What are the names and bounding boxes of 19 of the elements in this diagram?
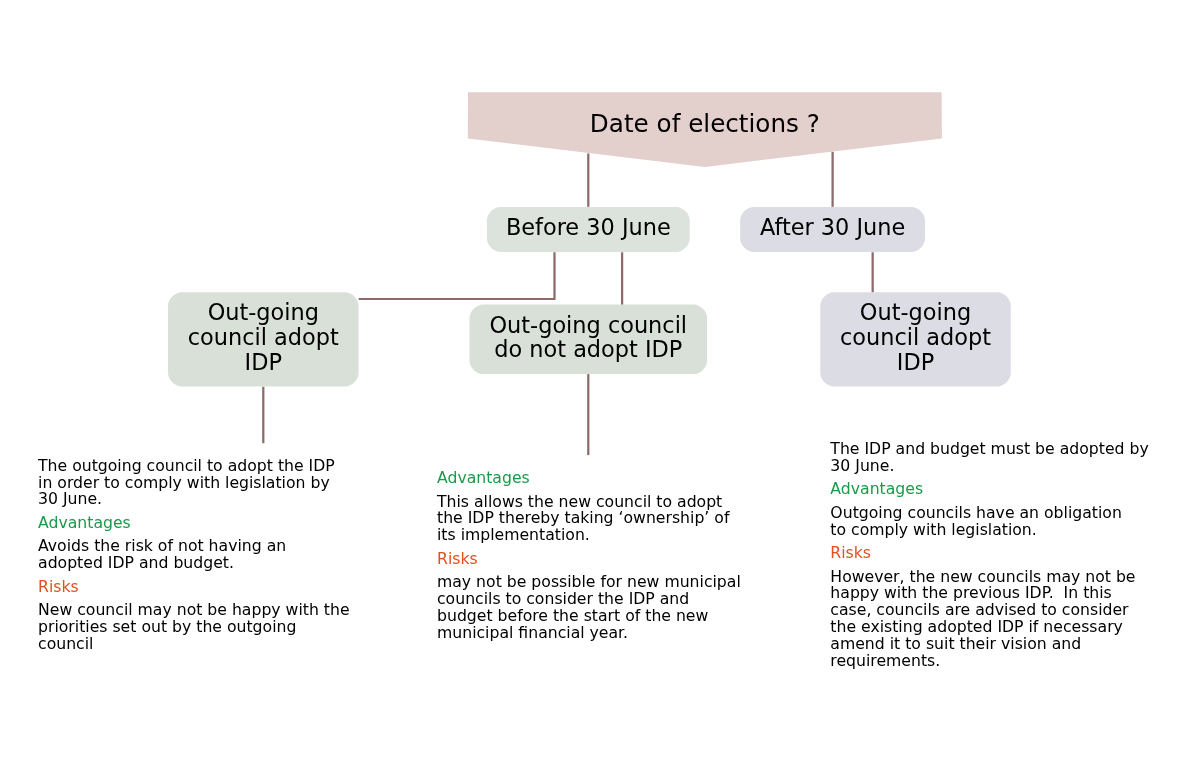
- label: Advantages: [830, 479, 924, 499]
- node-text: The outgoing council to adopt the IDP in order to comply with legislation by 30 June. Advantages Avoids the risk of not having an adopted IDP and budget. Risks New council may not be happy with the priorities set out by the outgoing council: [38, 455, 350, 653]
- connector: [621, 252, 624, 305]
- label: However, the new councils may not be happy with the previous IDP. In this case, councils are advised to consider the existing adopted IDP if necessary amend it to suit their vision and requirements.: [830, 566, 1136, 670]
- connector: [587, 153, 590, 207]
- node-text: Advantages This allows the new council to adopt the IDP thereby taking ‘ownership’ of its implementation. Risks may not be possible for new municipal councils to consider the IDP and budget before the start of the new municipal financial year.: [437, 468, 741, 642]
- node-box: Out-going council adopt IDP: [168, 292, 359, 387]
- node-box: After 30 June: [740, 207, 926, 252]
- node-box: Out-going council do not adopt IDP: [469, 304, 708, 375]
- connector: [262, 386, 265, 444]
- label: The IDP and budget must be adopted by 30 June.: [830, 438, 1149, 475]
- connector: [358, 252, 556, 301]
- connector: [587, 374, 590, 456]
- label: Risks: [830, 543, 872, 563]
- node-box: Out-going council adopt IDP: [820, 292, 1011, 387]
- node-box: Before 30 June: [486, 207, 690, 252]
- label: Outgoing councils have an obligation to comply with legislation.: [830, 502, 1122, 539]
- connector: [871, 252, 874, 293]
- connector: [831, 151, 834, 207]
